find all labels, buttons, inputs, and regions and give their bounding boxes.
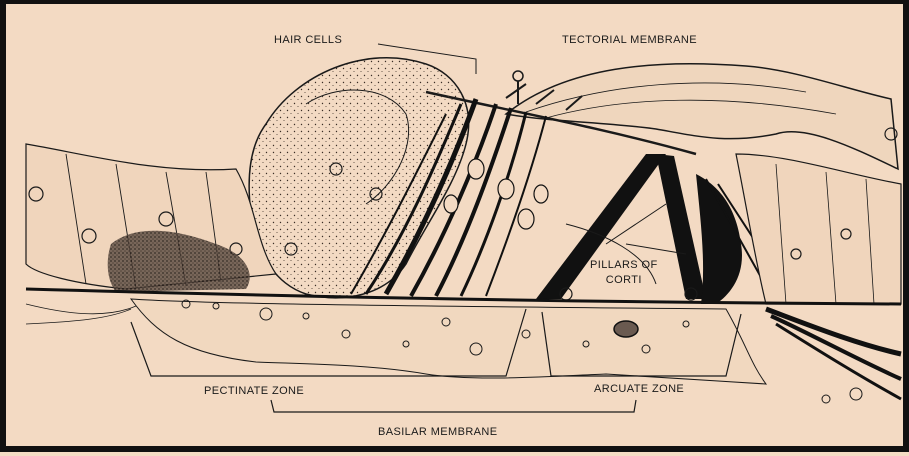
nerve-fibers xyxy=(766,309,901,399)
outer-cell-mass xyxy=(696,174,742,304)
pillars-of-corti-label: PILLARS OF CORTI xyxy=(590,258,658,288)
arcuate-zone-label: ARCUATE ZONE xyxy=(594,383,684,395)
basilar-membrane-label: BASILAR MEMBRANE xyxy=(378,426,497,438)
right-cells xyxy=(736,154,901,304)
basilar-substrate xyxy=(131,299,766,384)
pillars-of-corti-line1: PILLARS OF xyxy=(590,258,658,273)
tectorial-membrane-shape xyxy=(506,64,898,169)
tectorial-membrane-label: TECTORIAL MEMBRANE xyxy=(562,34,697,46)
basilar-membrane-bracket xyxy=(271,400,636,412)
hair-cells-label: HAIR CELLS xyxy=(274,34,342,46)
inner-cell-mass xyxy=(249,58,468,298)
pectinate-zone-label: PECTINATE ZONE xyxy=(204,385,304,397)
organ-of-corti-illustration xyxy=(6,4,909,456)
pillars-of-corti-line2: CORTI xyxy=(590,273,658,288)
